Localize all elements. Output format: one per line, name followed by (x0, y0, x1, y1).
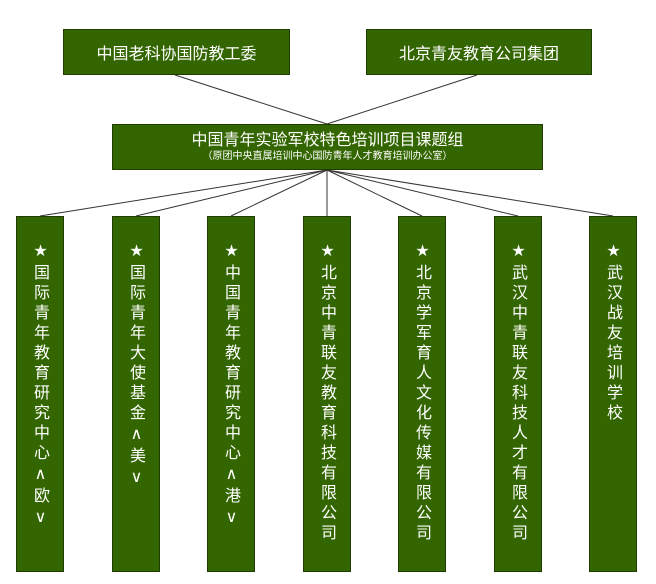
connector-col-5 (326, 169, 423, 217)
connector-col-1 (39, 169, 328, 217)
connector-col-6 (326, 169, 519, 217)
connector-col-2 (135, 169, 328, 217)
org-column-label: ★中国青年教育研究中心∧港∨ (222, 241, 241, 530)
connector-top-right (326, 74, 478, 125)
center-title: 中国青年实验军校特色培训项目课题组 (191, 130, 464, 149)
top-box-left-label: 中国老科协国防教工委 (96, 44, 257, 63)
center-subtitle: （原团中央直属培训中心国防青年人才教育培训办公室） (202, 151, 453, 162)
org-column-2: ★国际青年大使基金∧美∨ (112, 216, 160, 572)
org-column-label: ★北京学军育人文化传媒有限公司 (413, 241, 432, 544)
center-box: 中国青年实验军校特色培训项目课题组 （原团中央直属培训中心国防青年人才教育培训办… (112, 124, 543, 170)
top-box-left: 中国老科协国防教工委 (63, 29, 290, 75)
top-box-right: 北京青友教育公司集团 (366, 29, 592, 75)
org-column-label: ★国际青年大使基金∧美∨ (127, 241, 146, 490)
org-column-7: ★武汉战友培训学校 (589, 216, 637, 572)
connector-top-left (174, 74, 328, 125)
org-column-6: ★武汉中青联友科技人才有限公司 (494, 216, 542, 572)
org-column-label: ★国际青年教育研究中心∧欧∨ (31, 241, 50, 530)
connector-col-7 (326, 169, 614, 217)
org-column-3: ★中国青年教育研究中心∧港∨ (207, 216, 255, 572)
org-column-1: ★国际青年教育研究中心∧欧∨ (16, 216, 64, 572)
org-column-label: ★武汉中青联友科技人才有限公司 (509, 241, 528, 544)
org-column-label: ★北京中青联友教育科技有限公司 (318, 241, 337, 544)
org-column-5: ★北京学军育人文化传媒有限公司 (398, 216, 446, 572)
connector-col-3 (230, 169, 328, 217)
org-column-4: ★北京中青联友教育科技有限公司 (303, 216, 351, 572)
org-column-label: ★武汉战友培训学校 (604, 241, 623, 424)
top-box-right-label: 北京青友教育公司集团 (398, 44, 559, 63)
